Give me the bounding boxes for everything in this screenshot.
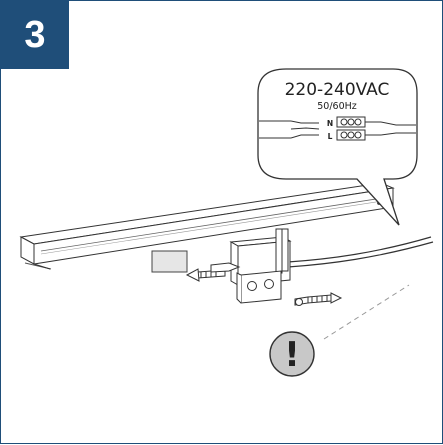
warning-leader-line <box>323 284 410 340</box>
wiring-callout: 220-240VAC 50/60Hz N <box>257 68 418 226</box>
neutral-label: N <box>327 119 333 128</box>
wire-connections <box>259 120 416 139</box>
exclamation-circle-icon: ! <box>269 331 315 377</box>
mounting-screws <box>185 262 343 306</box>
lamp-bar <box>19 182 395 270</box>
warning-symbol: ! <box>284 335 300 375</box>
voltage-label: 220-240VAC <box>285 80 390 100</box>
frequency-label: 50/60Hz <box>317 101 357 112</box>
power-cable <box>287 236 434 268</box>
live-connector <box>336 129 366 141</box>
step-number-badge: 3 <box>1 1 69 69</box>
terminal-block <box>236 270 282 304</box>
live-label: L <box>328 132 333 141</box>
neutral-connector <box>336 116 366 128</box>
